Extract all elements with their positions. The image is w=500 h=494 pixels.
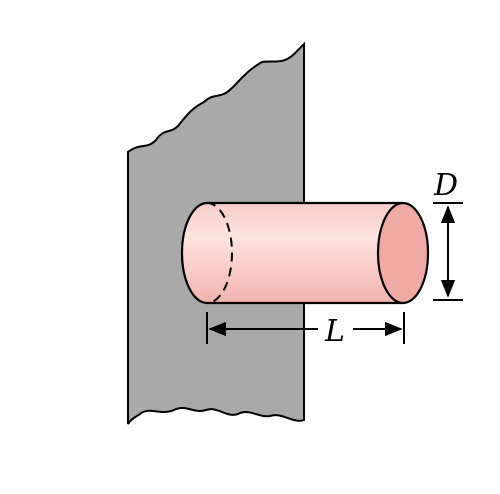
cylinder-body [182, 203, 403, 303]
length-label: L [324, 314, 345, 349]
hidden-edge-dashed [206, 202, 233, 304]
cylinder-left-outline [180, 201, 208, 305]
diameter-label: D [433, 168, 458, 203]
cylinder-end-face [376, 201, 430, 305]
